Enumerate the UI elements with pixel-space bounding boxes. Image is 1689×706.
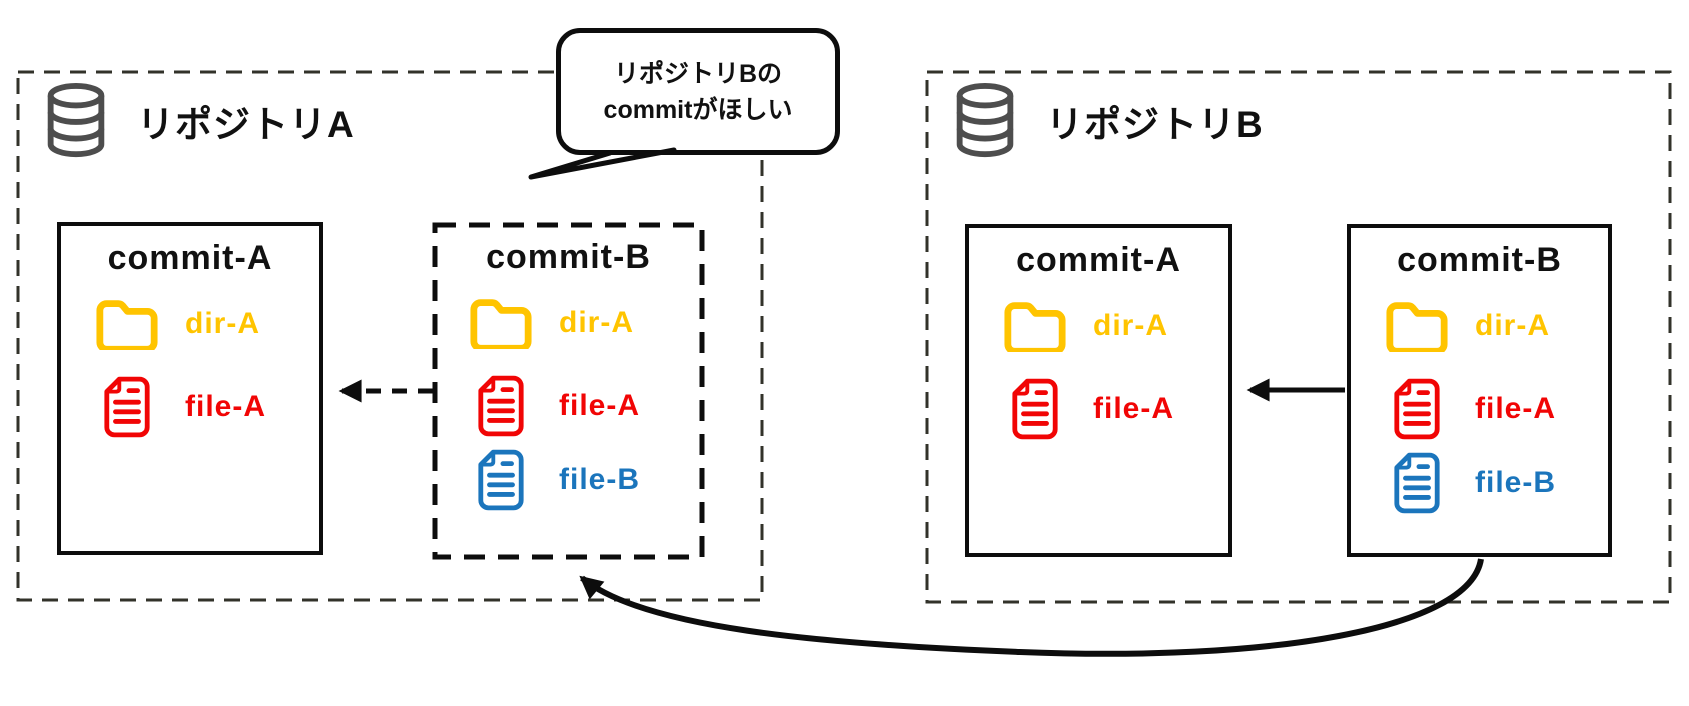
repo-a-commit-b-box: commit-B dir-A file-A (435, 225, 702, 557)
tree-item-dir: dir-A (1381, 300, 1608, 352)
repo-b-label: リポジトリB (1046, 104, 1264, 145)
repo-b-commit-a-box: commit-A dir-A file-A (965, 224, 1232, 557)
commit-title: commit-B (1397, 241, 1562, 279)
tree-item-dir: dir-A (465, 297, 702, 349)
file-label: file-A (185, 390, 266, 423)
repo-a-label: リポジトリA (137, 104, 355, 145)
tree-item-dir: dir-A (91, 298, 319, 350)
file-icon (465, 375, 537, 437)
dir-label: dir-A (185, 307, 260, 340)
database-icon (952, 82, 1018, 160)
file-label: file-A (1093, 392, 1174, 425)
file-icon (465, 449, 537, 511)
speech-bubble-text-line2: commitがほしい (603, 95, 793, 124)
file-icon (1381, 378, 1453, 440)
tree-item-dir: dir-A (999, 300, 1228, 352)
folder-icon (999, 300, 1071, 352)
repo-a-header: リポジトリA (43, 82, 355, 160)
commit-title: commit-A (107, 239, 273, 277)
repo-b-header: リポジトリB (952, 82, 1264, 160)
file-icon (91, 376, 163, 438)
file-label: file-B (1475, 466, 1556, 499)
speech-bubble: リポジトリBの commitがほしい (556, 28, 840, 155)
folder-icon (465, 297, 537, 349)
file-label: file-A (559, 389, 640, 422)
tree-item-file: file-B (465, 449, 702, 511)
file-label: file-B (559, 463, 640, 496)
file-label: file-A (1475, 392, 1556, 425)
tree-item-file: file-A (1381, 378, 1608, 440)
file-icon (1381, 452, 1453, 514)
dir-label: dir-A (559, 306, 634, 339)
commit-title: commit-A (1016, 241, 1181, 279)
dir-label: dir-A (1475, 309, 1550, 342)
repo-b-commit-b-box: commit-B dir-A file-A (1347, 224, 1612, 557)
repo-a-commit-a-box: commit-A dir-A file-A (57, 222, 323, 555)
tree-item-file: file-A (999, 378, 1228, 440)
commit-title: commit-B (486, 238, 651, 276)
tree-item-file: file-A (91, 376, 319, 438)
tree-item-file: file-A (465, 375, 702, 437)
file-icon (999, 378, 1071, 440)
speech-bubble-text-line1: リポジトリBの (613, 59, 783, 88)
copy-commit-curve-arrow (579, 558, 1484, 657)
tree-item-file: file-B (1381, 452, 1608, 514)
dir-label: dir-A (1093, 309, 1168, 342)
database-icon (43, 82, 109, 160)
folder-icon (1381, 300, 1453, 352)
folder-icon (91, 298, 163, 350)
